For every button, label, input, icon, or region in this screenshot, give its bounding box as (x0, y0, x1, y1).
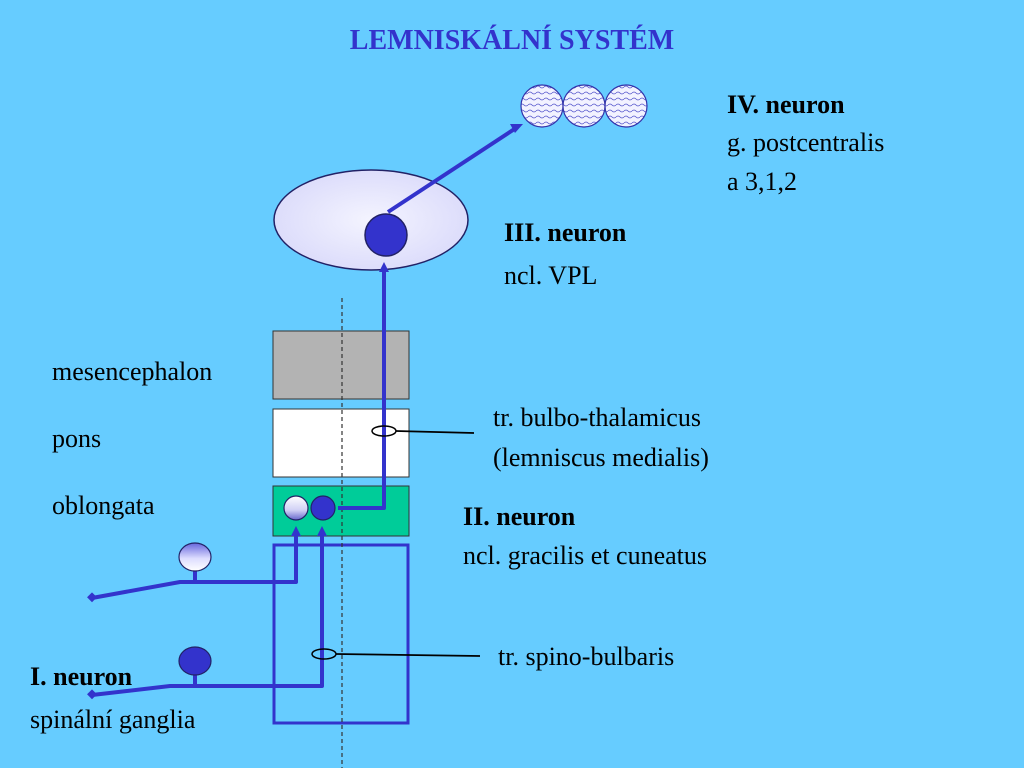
nucleus-gracilis (283, 495, 309, 521)
cortex-circle-1 (520, 84, 564, 128)
tract-spino-leader (335, 653, 481, 657)
nucleus-cuneatus (310, 495, 336, 521)
arrowhead-upper-cuneatus (317, 526, 327, 536)
neuron2-title: II. neuron (463, 502, 576, 531)
neuron4-title: IV. neuron (727, 90, 845, 119)
arrowhead-upper-gracilis (291, 526, 301, 536)
label-oblongata: oblongata (52, 491, 155, 520)
neuron1-lower-axon (91, 532, 324, 697)
neuron3-line1: ncl. VPL (504, 261, 598, 290)
label-pons: pons (52, 424, 102, 453)
tract-bulbo-line1: tr. bulbo-thalamicus (493, 403, 701, 432)
pons-block (272, 408, 410, 478)
ganglion-lower (178, 646, 212, 676)
cortex-circle-3 (604, 84, 648, 128)
neuron4-line1: g. postcentralis (727, 128, 885, 157)
neuron3-cell-body (364, 213, 408, 257)
cortex-circle-2 (562, 84, 606, 128)
neuron3-axon (386, 126, 518, 214)
axon-end-upper (87, 592, 97, 603)
neuron1-upper-axon (91, 532, 298, 600)
arrowhead-cortex (510, 124, 523, 133)
neuron1-line1: spinální ganglia (30, 705, 196, 734)
ganglion-upper (178, 542, 212, 572)
neuron1-title: I. neuron (30, 662, 133, 691)
spinal-cord-outline (272, 543, 410, 725)
arrowhead-thalamus (379, 262, 389, 272)
cortex-circles (520, 84, 648, 128)
pathway-lines (91, 126, 518, 697)
label-mesencephalon: mesencephalon (52, 357, 213, 386)
diagram-title: LEMNISKÁLNÍ SYSTÉM (349, 25, 675, 56)
neuron2-axon (338, 268, 386, 510)
mesencephalon-block (272, 330, 410, 400)
tract-bulbo-leader (395, 430, 475, 434)
tract-spino-label: tr. spino-bulbaris (498, 642, 675, 671)
neuron2-line1: ncl. gracilis et cuneatus (463, 541, 708, 570)
neuron3-title: III. neuron (504, 218, 627, 247)
neuron4-line2: a 3,1,2 (727, 167, 798, 196)
tract-bulbo-line2: (lemniscus medialis) (493, 443, 709, 472)
